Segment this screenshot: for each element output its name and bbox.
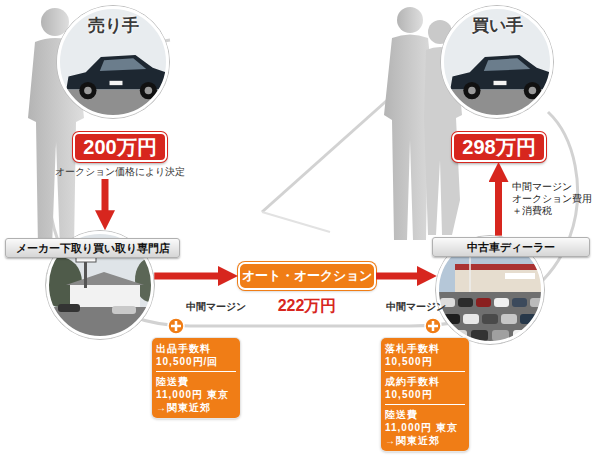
flow-diagonal — [262, 212, 330, 232]
circle-shadow-ring — [57, 6, 170, 119]
photo-sky — [440, 5, 554, 119]
place-band: 中古車ディーラー — [432, 237, 590, 257]
price-note: オークション価格により決定 — [55, 166, 185, 179]
fee-item: 陸送費 11,000円 東京→関東近郊 — [156, 371, 236, 417]
flow-arrow — [495, 162, 502, 236]
photo-car — [58, 304, 80, 312]
photo-car — [482, 314, 498, 324]
circle-shadow-ring — [441, 6, 554, 119]
flow-arrow — [102, 179, 109, 230]
price-value: 222万円 — [238, 296, 376, 317]
auction-name: オート・オークション — [240, 264, 374, 288]
plus-symbol — [425, 318, 441, 334]
buyer-circle: 買い手 — [440, 5, 554, 119]
photo-building — [455, 270, 545, 294]
margin-label: 中間マージン — [386, 300, 446, 314]
photo-building — [70, 285, 140, 307]
plus-symbol — [168, 318, 184, 334]
photo-roof — [455, 264, 545, 270]
car-photo — [440, 5, 554, 120]
plus-circle — [168, 318, 184, 334]
seller-circle: 売り手 — [56, 5, 170, 119]
photo-car — [494, 298, 509, 307]
role-label: 買い手 — [440, 14, 554, 37]
shop-circle: メーカー下取り買い取り専門店 — [45, 230, 155, 340]
car-photo — [56, 5, 170, 120]
dealer-circle: 中古車ディーラー — [435, 235, 545, 345]
plus-circle — [425, 318, 441, 334]
photo-car — [476, 298, 491, 307]
edge-label: 中間マージン オークション費用 ＋消費税 — [512, 181, 595, 217]
photo-sign — [505, 273, 535, 279]
photo-car — [463, 314, 479, 324]
person-silhouette — [397, 7, 423, 33]
photo-car — [501, 314, 517, 324]
flow-arrow — [154, 273, 238, 280]
flow-loop — [49, 40, 578, 326]
fee-item: 成約手数料 10,500円 — [385, 371, 465, 404]
photo-sky — [56, 5, 170, 119]
fee-box: 出品手数料 10,500円/回陸送費 11,000円 東京→関東近郊 — [152, 338, 240, 418]
photo-car — [458, 298, 473, 307]
fee-box: 落札手数料 10,500円成約手数料 10,500円陸送費 11,000円 東京… — [381, 338, 469, 451]
fee-item: 出品手数料 10,500円/回 — [156, 339, 236, 371]
auction-box: オート・オークション — [238, 262, 376, 290]
photo-car — [112, 306, 136, 314]
fee-item: 陸送費 11,000円 東京→関東近郊 — [385, 404, 465, 450]
car-picture — [450, 55, 550, 99]
flow-arrow — [376, 273, 437, 280]
fee-item: 落札手数料 10,500円 — [385, 339, 465, 371]
price-box: 298万円 — [452, 132, 546, 162]
photo-car — [512, 298, 527, 307]
price-value: 200万円 — [73, 132, 167, 162]
price-value: 298万円 — [452, 132, 546, 162]
plus-bar — [175, 321, 178, 331]
margin-label: 中間マージン — [186, 300, 246, 314]
place-band: メーカー下取り買い取り専門店 — [5, 238, 180, 258]
photo-roof — [66, 272, 144, 285]
price-box: 200万円オークション価格により決定 — [55, 132, 185, 179]
role-label: 売り手 — [56, 14, 170, 37]
plus-bar — [432, 321, 435, 331]
car-picture — [66, 55, 166, 99]
